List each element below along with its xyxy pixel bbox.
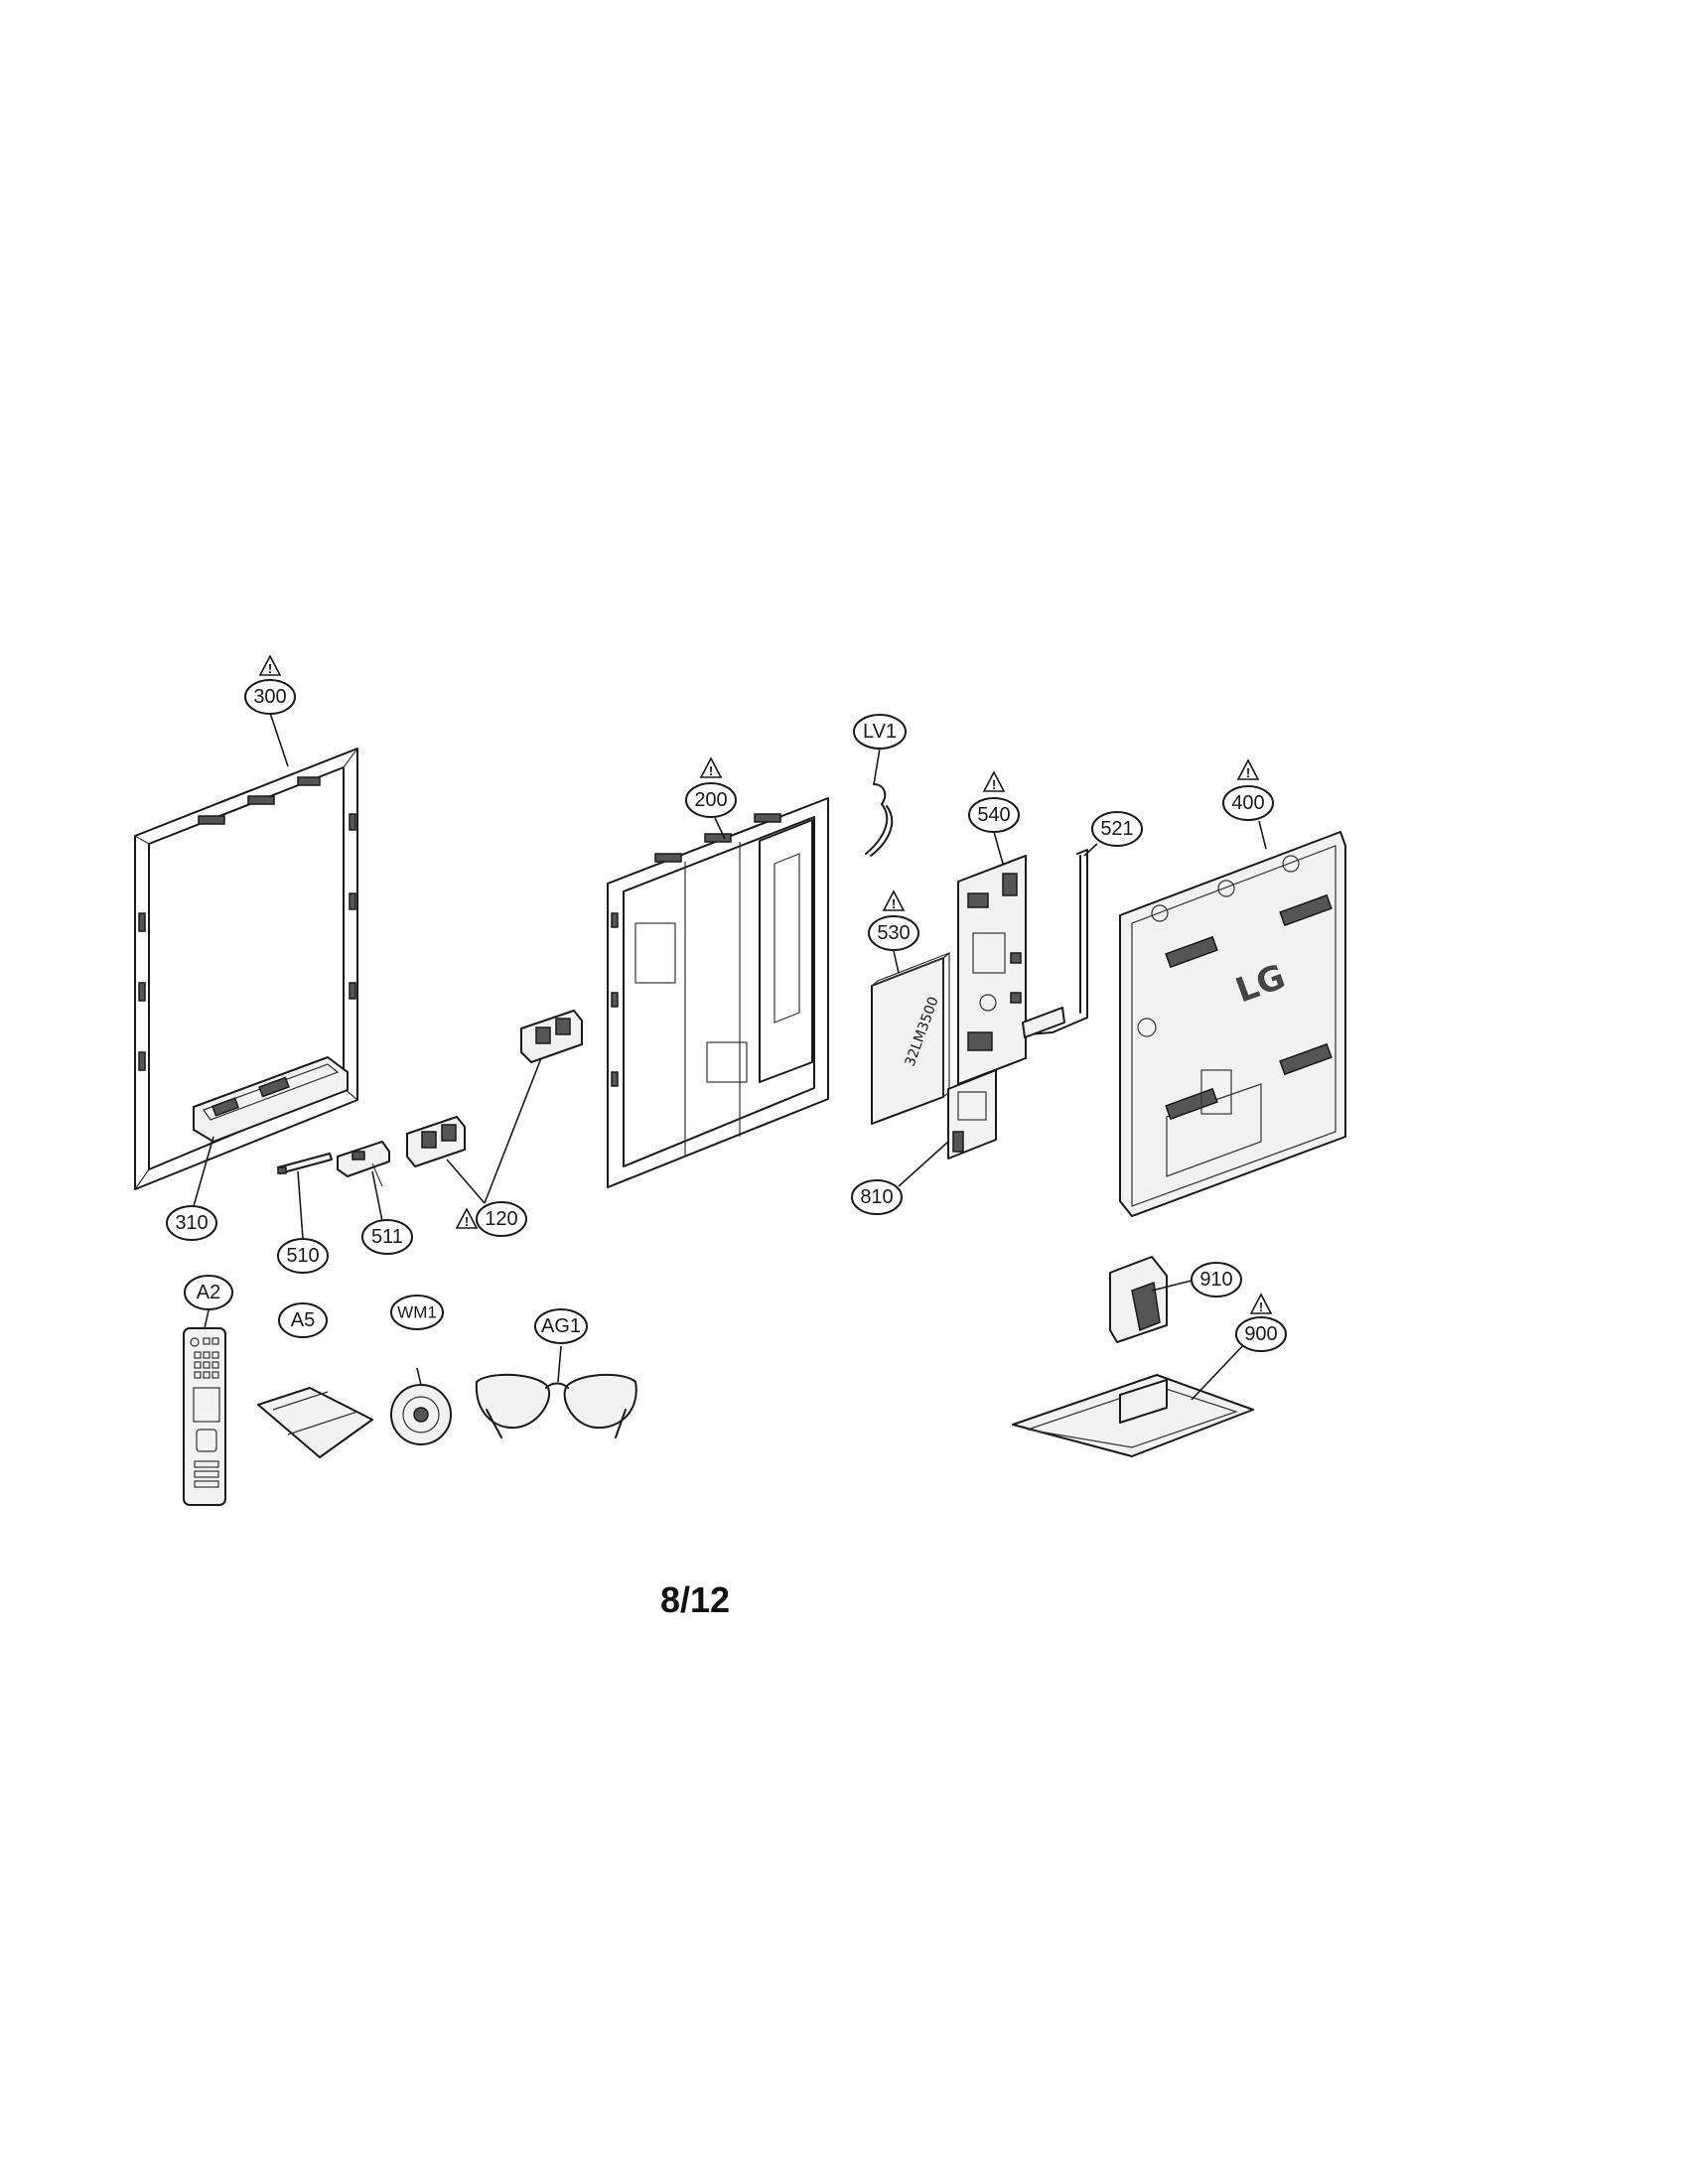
warning-icon: ! (455, 1207, 479, 1229)
part-400-back-cover: LG (1119, 831, 1346, 1217)
page-number: 8/12 (660, 1579, 730, 1620)
callout-530[interactable]: 530 (868, 915, 919, 951)
callout-310[interactable]: 310 (166, 1205, 217, 1241)
callout-910-label: 910 (1199, 1269, 1232, 1291)
callout-a2-label: A2 (197, 1282, 220, 1303)
callout-810[interactable]: 810 (851, 1179, 903, 1215)
leader-lines (193, 712, 1267, 1401)
callout-540[interactable]: 540 (968, 797, 1020, 833)
part-wm1-disc (390, 1384, 452, 1445)
warning-icon: ! (699, 756, 723, 778)
callout-810-label: 810 (860, 1186, 893, 1208)
callout-200[interactable]: 200 (685, 782, 737, 818)
part-a2-remote (183, 1327, 226, 1506)
part-511-ir-board (337, 1141, 390, 1187)
callout-521[interactable]: 521 (1091, 811, 1143, 847)
callout-540-label: 540 (977, 804, 1010, 826)
callout-120[interactable]: 120 (476, 1201, 527, 1237)
callout-511-label: 511 (371, 1226, 403, 1248)
part-910-stand-neck (1109, 1256, 1168, 1343)
callout-wm1-label: WM1 (397, 1303, 437, 1322)
callout-511[interactable]: 511 (361, 1219, 413, 1255)
part-ag1-3d-glasses (475, 1373, 637, 1438)
part-510-cable (277, 1153, 333, 1174)
callout-530-label: 530 (877, 922, 910, 944)
callout-120-label: 120 (485, 1208, 517, 1230)
svg-text:!: ! (1246, 765, 1250, 780)
warning-icon: ! (258, 654, 282, 676)
warning-icon: ! (1236, 758, 1260, 780)
part-900-stand-base (1012, 1374, 1254, 1457)
part-810-power-board (947, 1069, 997, 1160)
callout-521-label: 521 (1100, 818, 1133, 840)
callout-a5-label: A5 (291, 1309, 315, 1331)
part-521-bracket (1022, 849, 1088, 1038)
svg-text:!: ! (465, 1214, 469, 1229)
part-200-main-frame (607, 797, 829, 1188)
callout-900[interactable]: 900 (1235, 1316, 1287, 1352)
part-310-bottom-bracket (193, 1056, 349, 1143)
callout-lv1-label: LV1 (863, 721, 897, 743)
part-540-main-board (957, 855, 1027, 1085)
callout-a2[interactable]: A2 (184, 1275, 233, 1310)
svg-text:!: ! (1259, 1299, 1263, 1314)
part-a5-cleaning-cloth (257, 1387, 373, 1458)
callout-300-label: 300 (253, 686, 286, 708)
callout-a5[interactable]: A5 (278, 1302, 328, 1338)
callout-200-label: 200 (694, 789, 727, 811)
callout-wm1[interactable]: WM1 (390, 1295, 444, 1330)
callout-ag1-label: AG1 (541, 1315, 581, 1337)
part-120-speaker-right (520, 1010, 583, 1063)
warning-icon: ! (1249, 1293, 1273, 1314)
callout-400-label: 400 (1231, 792, 1264, 814)
callout-lv1[interactable]: LV1 (853, 714, 907, 750)
part-300-front-bezel (134, 748, 358, 1190)
warning-icon: ! (882, 889, 906, 911)
callout-400[interactable]: 400 (1222, 785, 1274, 821)
callout-510-label: 510 (286, 1245, 319, 1267)
part-120-speaker-left (406, 1116, 466, 1167)
warning-icon: ! (982, 770, 1006, 792)
svg-text:!: ! (709, 763, 713, 778)
svg-text:!: ! (992, 777, 996, 792)
callout-310-label: 310 (175, 1212, 208, 1234)
svg-text:!: ! (892, 896, 896, 911)
svg-text:!: ! (268, 661, 272, 676)
callout-300[interactable]: 300 (244, 679, 296, 715)
callout-910[interactable]: 910 (1191, 1262, 1242, 1297)
part-530-board-cover: 32LM3500 (871, 951, 950, 1125)
callout-ag1[interactable]: AG1 (534, 1308, 588, 1344)
callout-900-label: 900 (1244, 1323, 1277, 1345)
callout-510[interactable]: 510 (277, 1238, 329, 1274)
part-lv1-cable (865, 783, 894, 857)
